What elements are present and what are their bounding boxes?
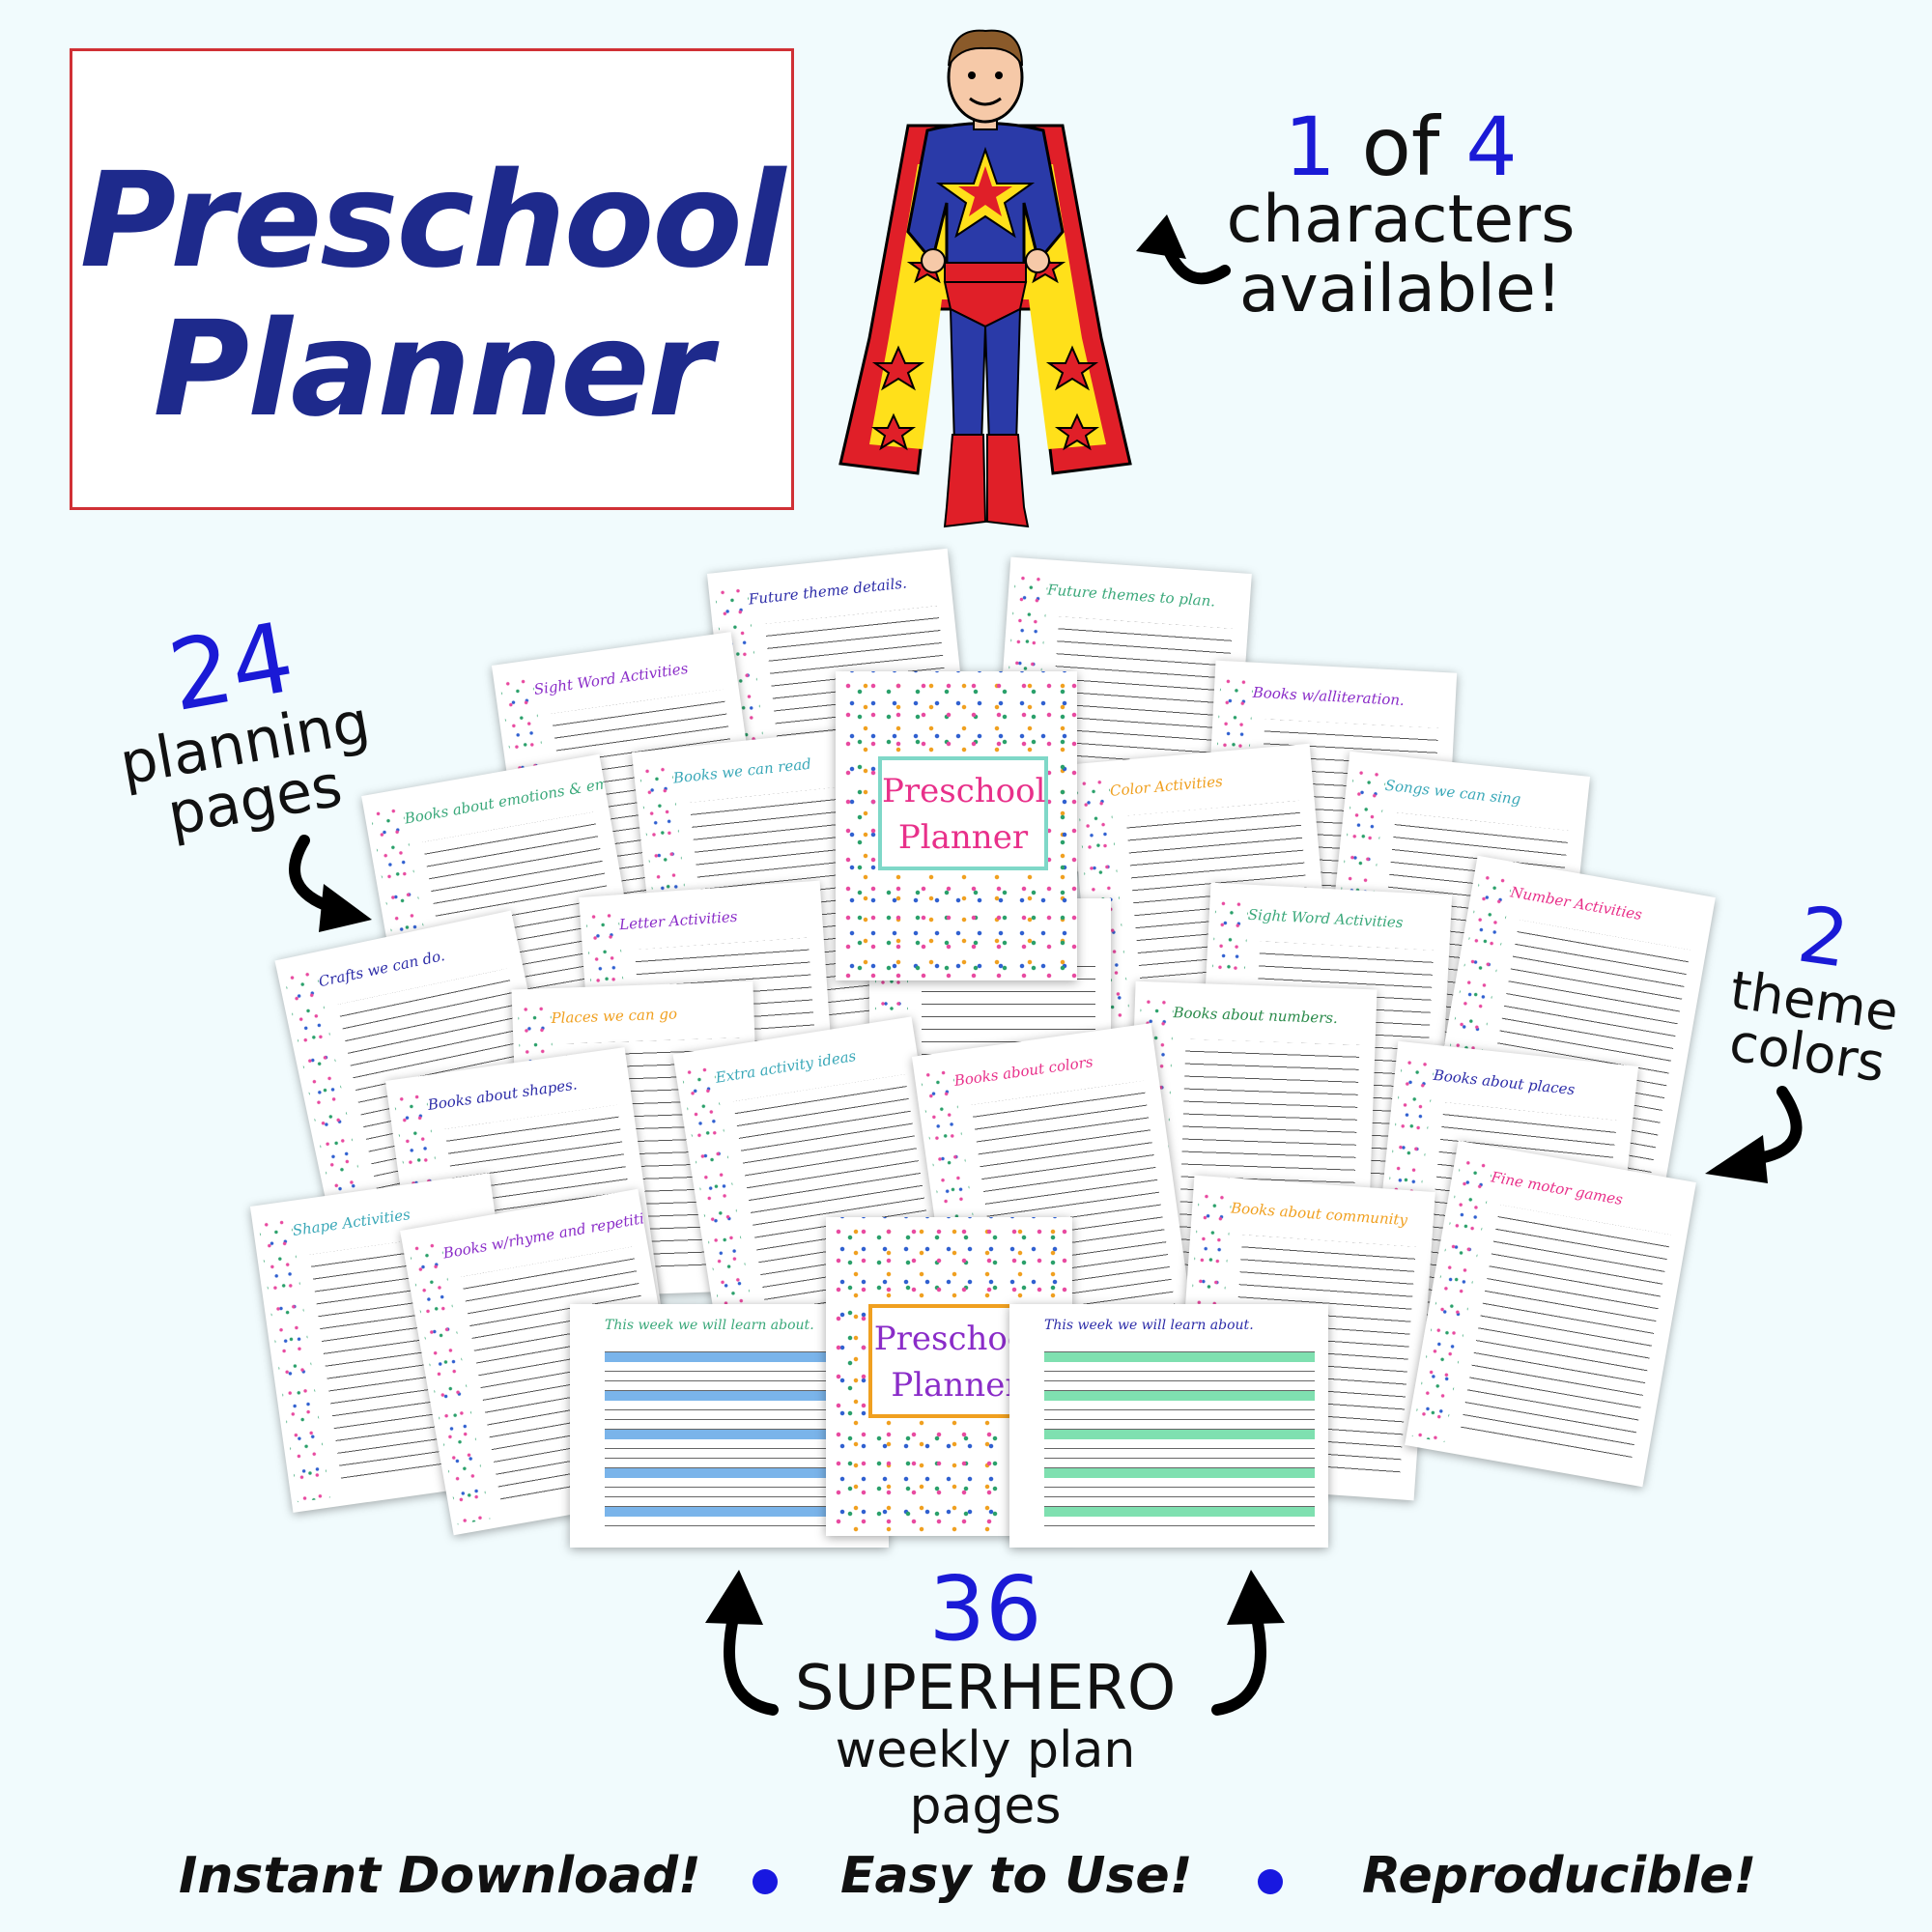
sheet-title: Books about community	[1230, 1199, 1408, 1230]
bullet-dot	[753, 1869, 778, 1894]
weekly-line-4: pages	[909, 1777, 1062, 1835]
sheet-title: Sight Word Activities	[532, 659, 690, 698]
sheet-title: Letter Activities	[618, 907, 738, 934]
cover-page: Preschool Planner	[836, 671, 1077, 980]
weekly-page-green: This week we will learn about.	[1009, 1304, 1328, 1548]
theme-callout: 2 theme colors	[1708, 886, 1924, 1094]
weekly-band	[1044, 1352, 1315, 1362]
title-line-2: Planner	[153, 294, 712, 446]
curved-arrow-icon	[705, 1570, 779, 1716]
weekly-line-3: weekly plan	[835, 1721, 1136, 1779]
weekly-callout: 36 SUPERHERO weekly plan pages	[773, 1557, 1198, 1835]
weekly-band	[605, 1468, 875, 1478]
curved-arrow-icon	[289, 835, 372, 932]
cover-title-line-1: Preschool	[882, 772, 1046, 810]
planning-sheet: Fine motor games	[1405, 1140, 1696, 1488]
weekly-band	[605, 1430, 875, 1439]
sheet-title: Books w/alliteration.	[1252, 683, 1406, 709]
cover-title-line-2: Planner	[891, 1366, 1021, 1405]
title-line-1: Preschool	[79, 145, 786, 298]
weekly-band	[1044, 1468, 1315, 1478]
weekly-band	[1044, 1507, 1315, 1517]
sheet-title: Books about shapes.	[426, 1075, 579, 1114]
weekly-title: This week we will learn about.	[1044, 1318, 1254, 1333]
cover-title-line-2: Planner	[897, 818, 1029, 857]
characters-line-2: characters	[1226, 182, 1576, 258]
title-box: Preschool Planner	[70, 48, 794, 510]
sheet-title: Books about numbers.	[1173, 1004, 1339, 1028]
weekly-number: 36	[928, 1557, 1042, 1661]
weekly-band	[1044, 1391, 1315, 1401]
sheet-title: Sight Word Activities	[1247, 905, 1404, 932]
tagline-easy-to-use: Easy to Use!	[840, 1847, 1193, 1905]
superhero-character	[838, 29, 1132, 528]
characters-number-1: 1	[1284, 99, 1336, 194]
sheet-title: Books we can read	[672, 754, 812, 787]
cover-frame: Preschool Planner	[878, 756, 1048, 870]
sheet-title: Places we can go	[551, 1005, 678, 1028]
weekly-band	[605, 1391, 875, 1401]
bullet-dot	[1258, 1869, 1283, 1894]
sheet-title: Books about places	[1433, 1065, 1577, 1099]
curved-arrow-icon	[1705, 1086, 1803, 1183]
sheet-title: Books about colors	[952, 1053, 1094, 1090]
ruled-lines	[1460, 1205, 1672, 1463]
weekly-band	[605, 1352, 875, 1362]
tagline-instant-download: Instant Download!	[179, 1847, 701, 1905]
characters-line-3: available!	[1238, 251, 1563, 327]
curved-arrow-icon	[1211, 1570, 1285, 1716]
sheet-title: Songs we can sing	[1384, 776, 1522, 809]
characters-number-2: 4	[1465, 99, 1518, 194]
sheet-title: Future theme details.	[748, 574, 908, 609]
sheet-title: Future themes to plan.	[1046, 581, 1216, 611]
weekly-band	[605, 1507, 875, 1517]
characters-of: of	[1361, 99, 1440, 194]
weekly-title: This week we will learn about.	[605, 1318, 814, 1333]
weekly-band	[1044, 1430, 1315, 1439]
characters-callout: 1 of 4 characters available!	[1212, 106, 1589, 323]
curved-arrow-icon	[1136, 214, 1231, 285]
sheet-title: Color Activities	[1109, 772, 1224, 800]
tagline-reproducible: Reproducible!	[1362, 1847, 1757, 1905]
planning-callout: 24 planning pages	[80, 595, 403, 855]
weekly-line-2: SUPERHERO	[794, 1653, 1177, 1724]
